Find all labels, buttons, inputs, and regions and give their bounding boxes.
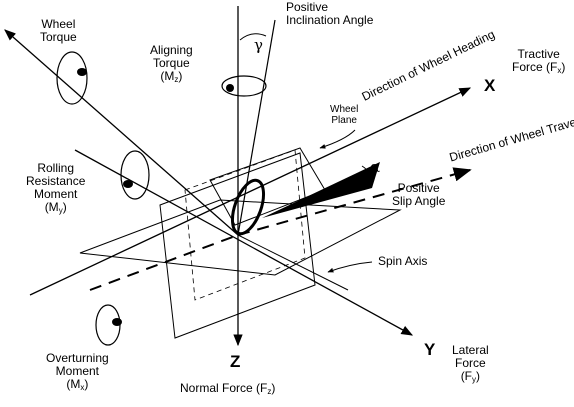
inclination-angle-arc bbox=[239, 33, 267, 41]
slip-angle-wedge bbox=[262, 162, 380, 218]
inclination-angle-symbol: γ bbox=[254, 36, 263, 54]
inclined-wheel-plane bbox=[209, 147, 326, 226]
ground-plane bbox=[79, 199, 402, 276]
wheel-ellipse bbox=[230, 178, 266, 236]
aligning-torque-label: Aligning Torque (Mz) bbox=[150, 43, 193, 85]
normal-force-label: Normal Force (Fz) bbox=[180, 381, 276, 397]
y-axis bbox=[74, 149, 414, 336]
overturning-moment-icon bbox=[95, 304, 122, 346]
y-axis-label: Y bbox=[424, 340, 436, 359]
x-axis bbox=[29, 87, 472, 296]
wheel-torque-moment-icon bbox=[56, 51, 88, 105]
positive-inclination-angle-label: Positive Inclination Angle bbox=[286, 0, 374, 27]
aligning-torque-moment-icon bbox=[221, 75, 267, 97]
spin-axis bbox=[237, 234, 349, 291]
spin-axis-leader bbox=[327, 261, 373, 273]
wheel-torque-axis bbox=[4, 29, 239, 236]
z-axis-label: Z bbox=[230, 352, 241, 371]
wheel-plane bbox=[159, 152, 316, 339]
wheel-travel-axis-back bbox=[89, 234, 239, 291]
rolling-resistance-moment-icon bbox=[120, 150, 150, 200]
wheel-travel-axis bbox=[237, 167, 472, 236]
wheel-plane-leader bbox=[319, 129, 356, 149]
inclination-axis bbox=[237, 19, 276, 236]
wheel-plane-label: Wheel Plane bbox=[330, 104, 359, 126]
slip-angle-arc bbox=[361, 165, 371, 187]
positive-slip-angle-label: Positive Slip Angle bbox=[392, 181, 446, 208]
lateral-force-label: Lateral Force (Fy) bbox=[452, 343, 489, 385]
slip-angle-symbol: α bbox=[370, 158, 381, 176]
spin-axis-label: Spin Axis bbox=[378, 254, 428, 268]
rolling-resistance-moment-label: Rolling Resistance Moment (My) bbox=[26, 161, 86, 216]
overturning-moment-label: Overturning Moment (Mx) bbox=[46, 351, 109, 393]
tractive-force-label: Tractive Force (Fx) bbox=[512, 47, 566, 76]
x-axis-label: X bbox=[484, 76, 496, 95]
wheel-torque-label: Wheel Torque bbox=[40, 17, 77, 44]
wheel-plane-hidden bbox=[184, 149, 306, 301]
